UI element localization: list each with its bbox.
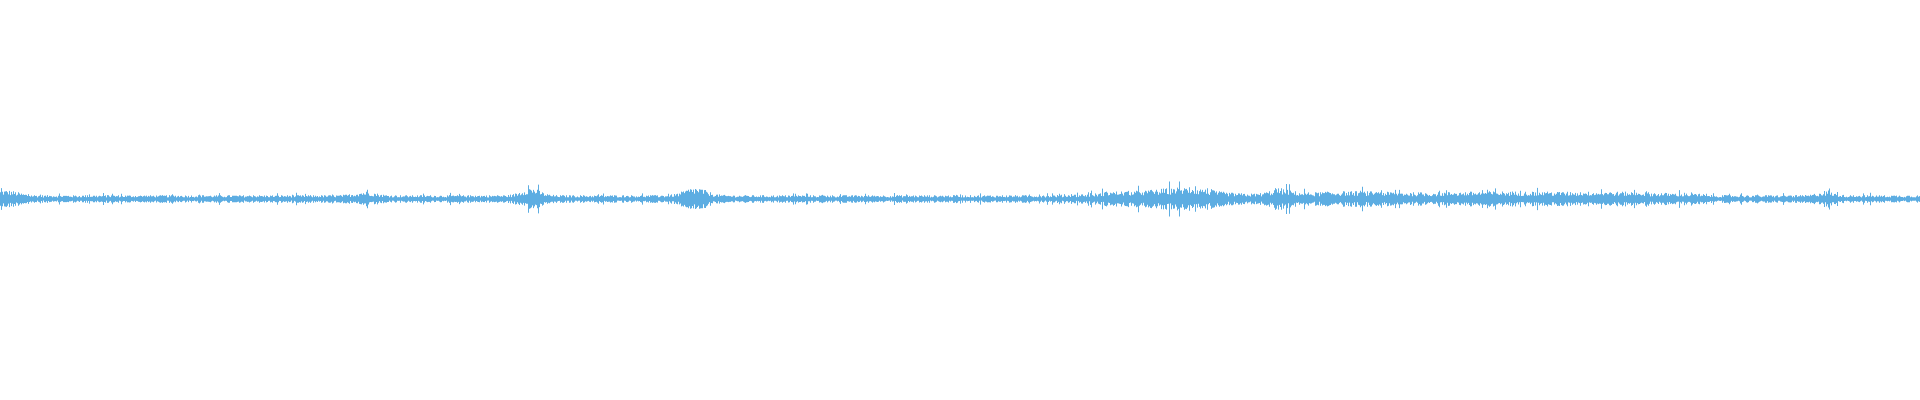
waveform-path bbox=[0, 181, 1920, 217]
